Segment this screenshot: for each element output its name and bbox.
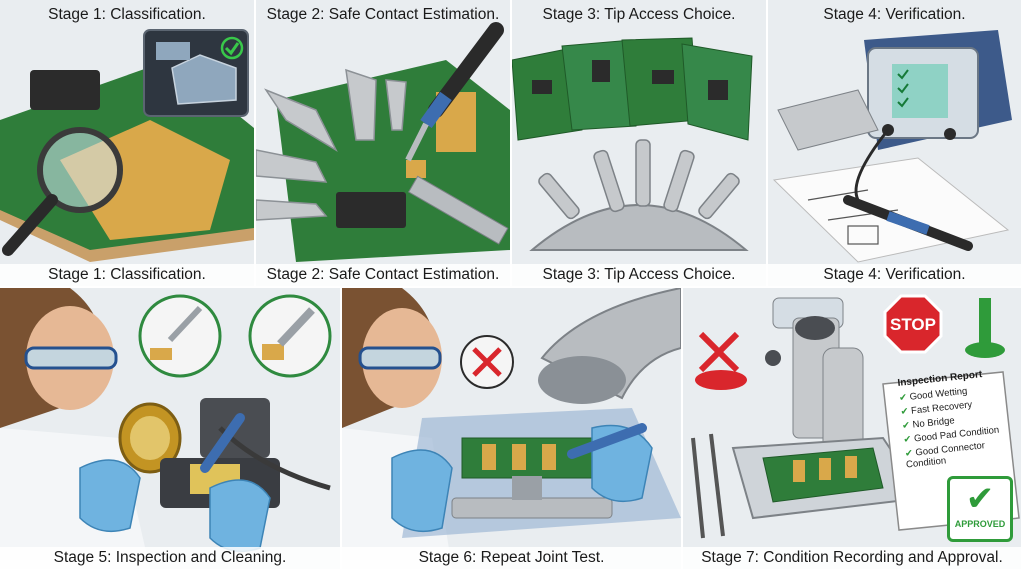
panel-stage-5: Stage 5: Inspection and Cleaning. xyxy=(0,288,340,569)
panel-stage-7: STOP Inspection Report ✔ Good Wetting ✔ … xyxy=(683,288,1021,569)
check-icon: ✔ xyxy=(900,406,910,418)
soldering-iron xyxy=(405,22,504,162)
soldering-pen xyxy=(843,195,973,251)
panel-stage-6: Stage 6: Repeat Joint Test. xyxy=(342,288,681,569)
technician xyxy=(0,288,150,569)
tweezers xyxy=(691,433,725,539)
stage-6-illustration xyxy=(342,288,681,569)
approved-label: APPROVED xyxy=(954,519,1006,529)
stage-1-top-caption: Stage 1: Classification. xyxy=(48,6,206,23)
panel-stage-2: Stage 2: Safe Contact Estimation. Stage … xyxy=(256,0,510,286)
panel-stage-1: Stage 1: Classification. Stage 1: Classi… xyxy=(0,0,254,286)
connector xyxy=(30,70,100,110)
tip-detail-left xyxy=(138,294,222,378)
stage-4-top-caption: Stage 4: Verification. xyxy=(823,6,966,23)
caliper xyxy=(408,175,509,245)
check-icon: ✔ xyxy=(901,419,911,432)
magnifier-icon xyxy=(2,127,123,256)
report: Inspection Report ✔ Good Wetting ✔ Fast … xyxy=(897,366,1021,470)
check-icon: ✔ xyxy=(902,433,913,446)
stop-sign-icon: STOP xyxy=(883,294,943,354)
panel-stage-3: Stage 3: Tip Access Choice. Stage 3: Tip… xyxy=(512,0,766,286)
stage-3-illustration xyxy=(512,0,766,286)
station-box xyxy=(864,30,1012,150)
stage-1-bottom-caption: Stage 1: Classification. xyxy=(0,264,254,286)
safety-glasses xyxy=(24,346,118,370)
pcb-sample xyxy=(762,447,884,503)
fume-hood xyxy=(538,288,681,404)
approved-stamp-icon: ✔ APPROVED xyxy=(947,476,1013,542)
stage-7-illustration: STOP xyxy=(683,288,1021,569)
stage-4-illustration xyxy=(768,0,1021,286)
check-icon: ✔ xyxy=(898,392,908,404)
stage-2-top-caption: Stage 2: Safe Contact Estimation. xyxy=(266,6,500,23)
stage-5-bottom-caption: Stage 5: Inspection and Cleaning. xyxy=(0,547,340,569)
cross-icon xyxy=(460,335,514,389)
stage-1-illustration xyxy=(0,0,254,286)
pcb-boards xyxy=(512,37,753,141)
stage-6-bottom-caption: Stage 6: Repeat Joint Test. xyxy=(342,547,681,569)
stage-7-bottom-caption: Stage 7: Condition Recording and Approva… xyxy=(683,547,1021,569)
solder-tips xyxy=(538,139,740,220)
stage-5-illustration xyxy=(0,288,340,569)
panel-stage-4: Stage 4: Verification. Stage 4: Verifica… xyxy=(768,0,1021,286)
chip xyxy=(336,192,406,228)
stage-3-bottom-caption: Stage 3: Tip Access Choice. xyxy=(512,264,766,286)
stage-2-bottom-caption: Stage 2: Safe Contact Estimation. xyxy=(256,264,510,286)
gloves xyxy=(79,459,271,553)
cross-icon xyxy=(695,331,747,390)
stage-4-bottom-caption: Stage 4: Verification. xyxy=(768,264,1021,286)
stop-sign-label: STOP xyxy=(890,315,936,334)
green-marker xyxy=(965,298,1005,358)
check-icon xyxy=(220,36,244,60)
stage-2-illustration xyxy=(256,0,510,286)
stage-3-top-caption: Stage 3: Tip Access Choice. xyxy=(542,6,736,23)
